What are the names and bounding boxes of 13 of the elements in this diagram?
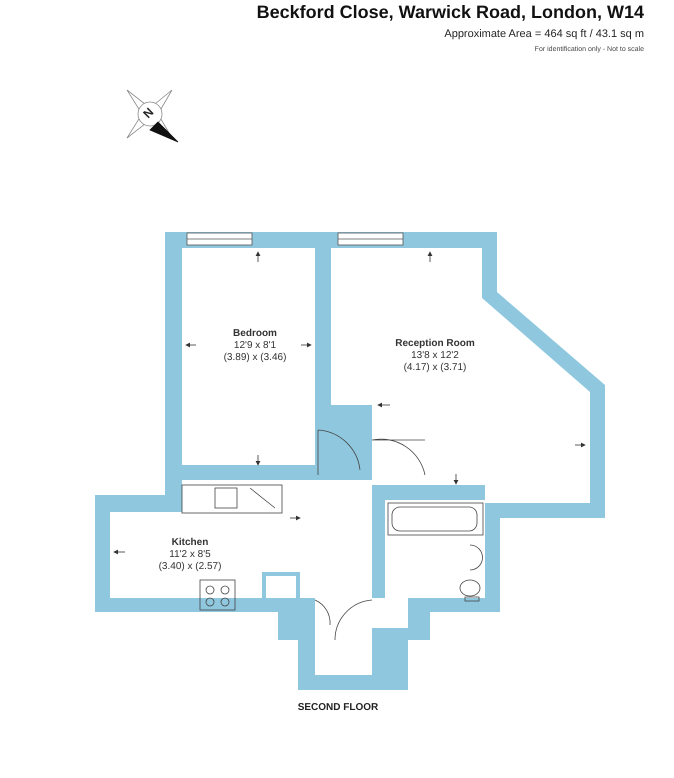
- room-dimensions-metric: (3.89) x (3.46): [224, 352, 286, 364]
- room-dimensions-metric: (3.40) x (2.57): [158, 561, 222, 573]
- room-name: Bedroom: [232, 328, 278, 340]
- floor-label: SECOND FLOOR: [298, 702, 378, 713]
- area-note: Approximate Area = 464 sq ft / 43.1 sq m: [444, 28, 644, 40]
- room-dimensions: 11'2 x 8'5: [168, 549, 212, 561]
- plan-title: Beckford Close, Warwick Road, London, W14: [256, 2, 644, 23]
- room-name: Kitchen: [170, 537, 210, 549]
- room-dimensions-metric: (4.17) x (3.71): [402, 362, 468, 374]
- room-name: Reception Room: [395, 338, 475, 350]
- room-dimensions: 13'8 x 12'2: [410, 350, 460, 362]
- north-letter: N: [140, 104, 156, 122]
- room-dimensions: 12'9 x 8'1: [232, 340, 278, 352]
